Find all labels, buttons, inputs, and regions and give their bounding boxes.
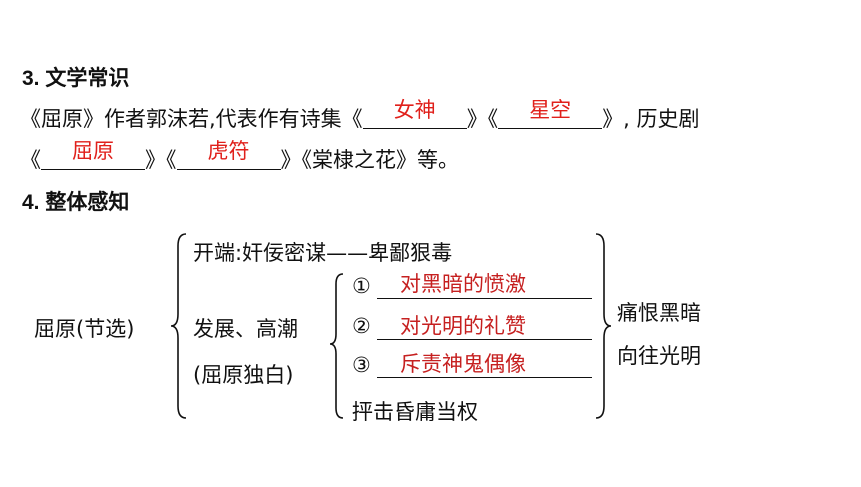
- literature-line-1: 《屈原》作者郭沫若,代表作有诗集《 女神 》《 星空 》, 历史剧: [20, 98, 700, 133]
- line1-prefix: 《屈原》作者郭沫若,代表作有诗集《: [20, 107, 363, 131]
- section-4-title: 4. 整体感知: [22, 191, 130, 214]
- item-4-text: 抨击昏庸当权: [352, 400, 478, 424]
- item-2-answer: 对光明的礼赞: [400, 314, 526, 338]
- answer-2: 星空: [529, 98, 572, 122]
- item-2-number: ②: [352, 314, 371, 338]
- blank-3: 屈原: [41, 139, 145, 170]
- development-line-2: (屈原独白): [193, 363, 294, 387]
- right-brace: [595, 233, 612, 419]
- line2-open: 《: [20, 148, 41, 172]
- opening-line: 开端:奸佞密谋——卑鄙狠毒: [193, 241, 453, 265]
- result-line-1: 痛恨黑暗: [617, 301, 701, 325]
- answer-1: 女神: [393, 98, 436, 122]
- literature-line-2: 《 屈原 》《 虎符 》《棠棣之花》等。: [20, 139, 460, 174]
- answer-3: 屈原: [72, 139, 114, 163]
- outer-left-brace: [170, 233, 187, 419]
- result-line-2: 向往光明: [617, 344, 701, 368]
- blank-1: 女神: [362, 98, 467, 129]
- item-1-number: ①: [352, 274, 371, 298]
- item-3-underline: [377, 377, 592, 378]
- item-3-number: ③: [352, 353, 371, 377]
- line2-suffix: 》《棠棣之花》等。: [280, 148, 460, 172]
- section-3-title: 3. 文学常识: [22, 67, 130, 90]
- item-1-answer: 对黑暗的愤激: [400, 272, 526, 296]
- line2-mid: 》《: [145, 148, 177, 172]
- item-3-answer: 斥责神鬼偶像: [400, 352, 526, 376]
- line1-mid: 》《: [466, 107, 499, 131]
- blank-2: 星空: [498, 98, 603, 129]
- item-1-underline: [377, 298, 592, 299]
- item-2-underline: [377, 339, 592, 340]
- development-line-1: 发展、高潮: [193, 317, 298, 341]
- diagram-root-label: 屈原(节选): [34, 317, 135, 341]
- blank-4: 虎符: [176, 139, 281, 170]
- answer-4: 虎符: [207, 139, 250, 163]
- line1-suffix: 》, 历史剧: [602, 107, 700, 131]
- inner-left-brace: [329, 273, 344, 419]
